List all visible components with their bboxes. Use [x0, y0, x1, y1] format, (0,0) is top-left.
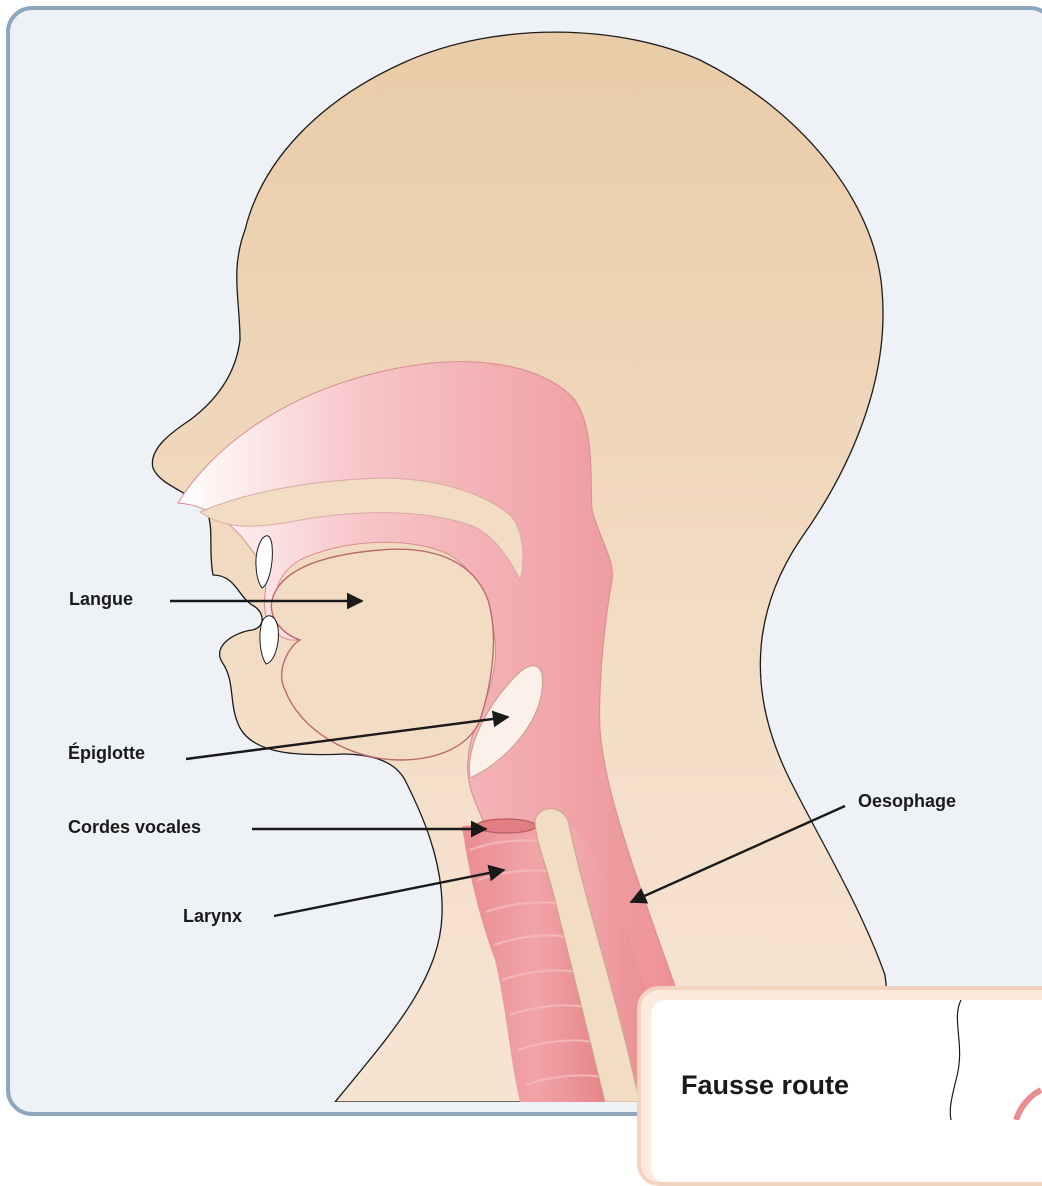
inset-panel: Fausse route	[637, 986, 1042, 1186]
vocal-cords	[476, 819, 536, 833]
inset-title: Fausse route	[681, 1070, 849, 1101]
label-epiglottis: Épiglotte	[68, 742, 145, 764]
label-vocal-cords: Cordes vocales	[68, 816, 201, 838]
inset-head-outline	[921, 1000, 1042, 1120]
label-tongue: Langue	[69, 588, 133, 610]
head-neck-anatomy	[0, 0, 1042, 1102]
label-larynx: Larynx	[183, 905, 242, 927]
label-esophagus: Oesophage	[858, 790, 956, 812]
